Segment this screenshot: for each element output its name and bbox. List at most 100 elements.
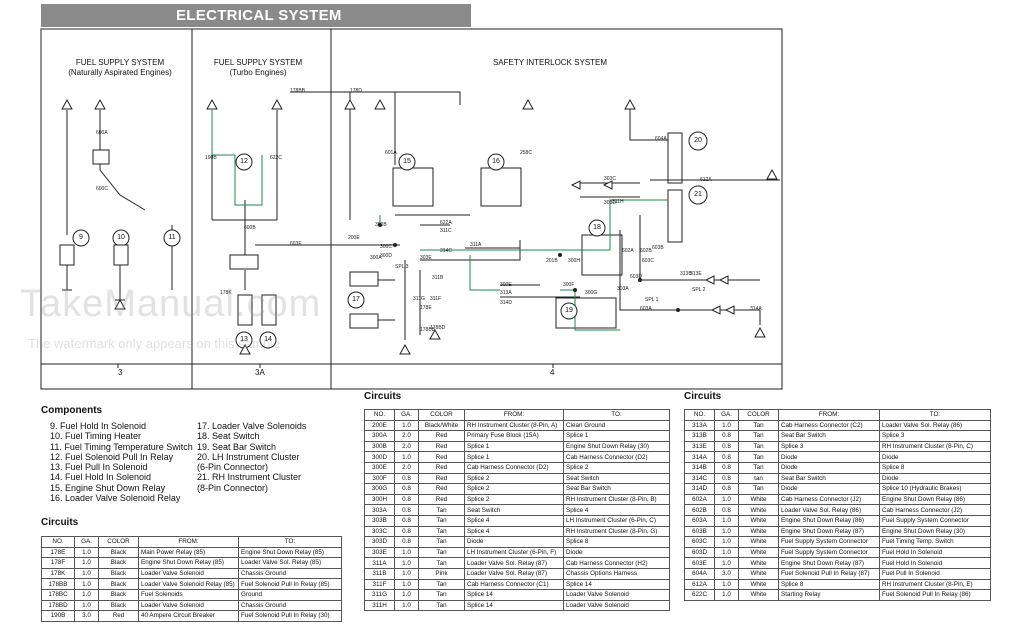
table-cell: 1.0 [394, 599, 419, 612]
wire-label: 311H [612, 199, 624, 205]
table-cell: Diode [778, 451, 880, 463]
table-cell: Tan [738, 430, 779, 442]
table-cell: 1.0 [714, 589, 739, 601]
table-cell: Engine Shut Down Relay (86) [778, 514, 880, 527]
table-cell: Fuel Solenoid Pull In Relay (87) [778, 567, 880, 580]
table-cell: 1.0 [714, 546, 739, 559]
table-cell: Pink [418, 567, 465, 580]
table-cell: Loader Valve Solenoid [138, 599, 239, 612]
table-cell: 1.0 [714, 493, 739, 506]
table-cell: Splice 3 [778, 440, 880, 453]
wire-label: 190B [205, 155, 217, 161]
table-cell: Red [418, 430, 465, 442]
table-cell: Fuel Solenoids [138, 588, 239, 601]
table-cell: 1.0 [74, 588, 99, 601]
table-cell: White [738, 546, 779, 559]
table-cell: Fuel Hold In Solenoid [879, 557, 991, 569]
table-cell: Seat Switch [464, 504, 564, 516]
component-item: 12. Fuel Solenoid Pull In Relay [50, 451, 174, 462]
wire-label: 300A [370, 255, 382, 261]
table-cell: 303D [364, 536, 395, 548]
wire-label: 200E [348, 235, 360, 241]
column-header: COLOR [98, 536, 139, 548]
page-title: ELECTRICAL SYSTEM [176, 7, 342, 24]
wire-label: 600B [244, 225, 256, 231]
table-cell: Loader Valve Solenoid Relay (85) [138, 578, 239, 590]
wire-label: 603A [640, 306, 652, 312]
section-fuel-turbo-sub: (Turbo Engines) [229, 68, 287, 77]
table-cell: Splice 14 [464, 589, 564, 601]
table-cell: Starting Relay [778, 589, 880, 601]
table-cell: Cab Harness Connector (H2) [563, 557, 670, 569]
table-cell: 1.0 [714, 578, 739, 591]
table-cell: 612A [684, 578, 715, 591]
table-cell: Engine Shut Down Relay (30) [563, 440, 670, 453]
table-cell: 604A [684, 567, 715, 580]
table-cell: Tan [418, 525, 465, 538]
table-cell: Splice 1 [464, 440, 564, 453]
table-cell: Black [98, 599, 139, 612]
table-cell: Loader Valve Sol. Relay (85) [238, 557, 342, 569]
wire-label: 313E [690, 271, 702, 277]
wire-label: SPL 1 [645, 297, 659, 303]
wire-label: 603C [642, 258, 654, 264]
table-cell: Splice 2 [563, 461, 670, 474]
component-14-marker [259, 331, 277, 349]
table-cell: 603E [684, 557, 715, 569]
table-cell: Diode [879, 472, 991, 485]
table-cell: Engine Shut Down Relay (87) [778, 557, 880, 569]
table-cell: Splice 1 [464, 451, 564, 463]
table-cell: 1.0 [714, 514, 739, 527]
table-cell: 303C [364, 525, 395, 538]
table-cell: Diode [778, 483, 880, 495]
table-cell: 1.0 [394, 419, 419, 432]
column-header: GA. [74, 536, 99, 548]
table-cell: Diode [464, 536, 564, 548]
table-cell: Black [98, 578, 139, 590]
table-cell: Fuel Pull In Solenoid [879, 567, 991, 580]
wire-label: 311B [432, 275, 444, 281]
table-cell: Cab Harness Connector (J2) [879, 504, 991, 516]
table-cell: 200E [364, 419, 395, 432]
table-cell: 300A [364, 430, 395, 442]
column-header: FROM: [778, 409, 880, 421]
section-fuel-turbo-title: FUEL SUPPLY SYSTEM [213, 58, 303, 67]
table-cell: 178E [41, 546, 75, 559]
wire-label: 178BD [430, 325, 446, 331]
table-cell: Diode [778, 461, 880, 474]
column-header: FROM: [138, 536, 239, 548]
wire-label: 300H [568, 258, 580, 264]
table-cell: 2.0 [394, 440, 419, 453]
table-cell: Tan [738, 461, 779, 474]
table-cell: Primary Fuse Block (15A) [464, 430, 564, 442]
component-17-marker [347, 291, 365, 309]
wire-label: 303D [604, 200, 616, 206]
column-header: NO. [41, 536, 75, 548]
table-cell: RH Instrument Cluster (8-Pin, E) [879, 578, 991, 591]
table-cell: 2.0 [394, 461, 419, 474]
table-cell: RH Instrument Cluster (8-Pin, A) [464, 419, 564, 432]
table-cell: 0.8 [394, 525, 419, 538]
table-cell: Tan [418, 536, 465, 548]
watermark-sub: The watermark only appears on this sampl… [28, 336, 281, 351]
section-fuel-na-title: FUEL SUPPLY SYSTEM [75, 58, 165, 67]
table-cell: Engine Shut Down Relay (85) [138, 557, 239, 569]
table-cell: 0.8 [714, 483, 739, 495]
column-number: 4 [550, 368, 555, 377]
table-cell: Tan [738, 451, 779, 463]
table-cell: 1.0 [714, 557, 739, 569]
